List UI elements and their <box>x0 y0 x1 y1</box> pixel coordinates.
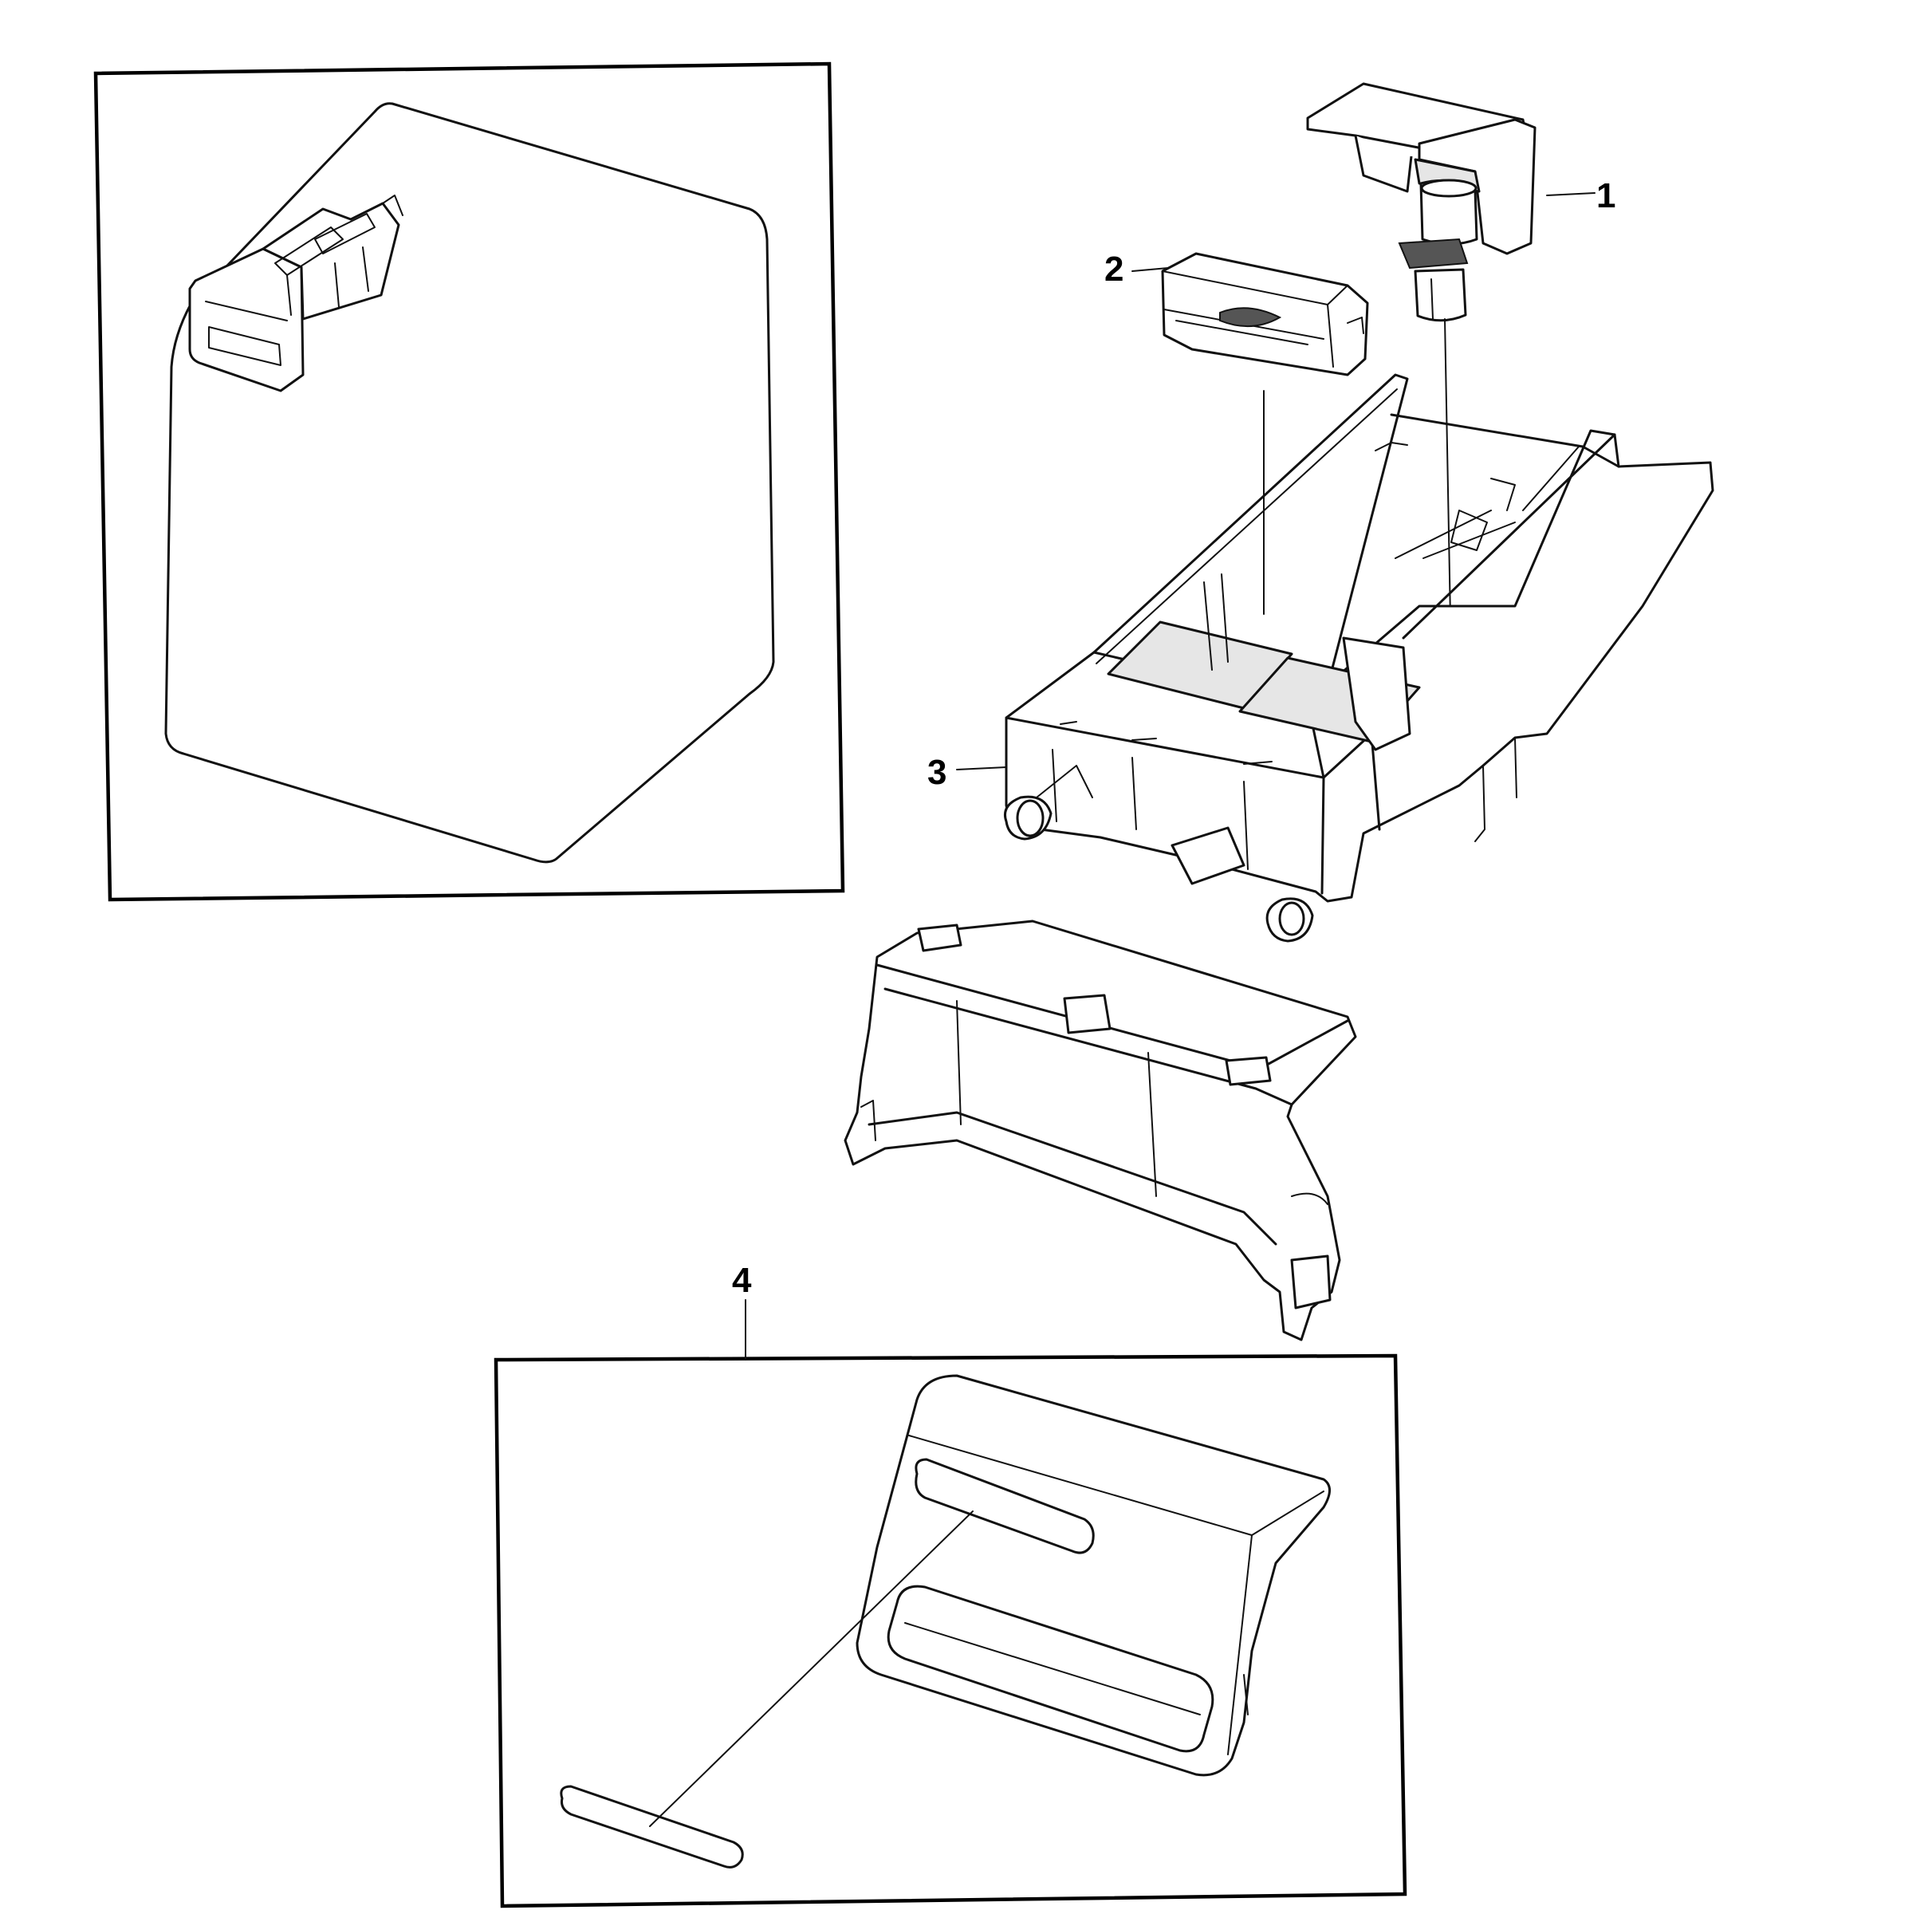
handle-panel-drawing <box>856 1374 1331 1777</box>
washer-panel-drawing <box>164 102 775 864</box>
callout-leaders <box>745 192 1596 1361</box>
part-3-drawer-body <box>1004 373 1714 943</box>
part-4-inset <box>494 1353 1407 1908</box>
callout-3-leader <box>956 766 1007 770</box>
part-1-leader-dashed <box>1444 318 1452 663</box>
badge-label-drawing <box>560 1785 744 1869</box>
callout-1-leader <box>1546 192 1596 196</box>
front-panel-frame <box>844 920 1357 1341</box>
location-inset <box>93 61 845 902</box>
callout-2-leader <box>1131 267 1169 272</box>
part-1-siphon-cap <box>1306 82 1537 322</box>
part-2-softener-cap <box>1161 252 1369 376</box>
callout-2-label: 2 <box>1104 250 1123 289</box>
callout-3-label: 3 <box>927 753 946 792</box>
part-4-leader-line <box>649 1510 974 1827</box>
callout-1-label: 1 <box>1596 176 1615 215</box>
drawer-thumbnail <box>188 195 403 392</box>
callout-4-label: 4 <box>732 1261 752 1300</box>
